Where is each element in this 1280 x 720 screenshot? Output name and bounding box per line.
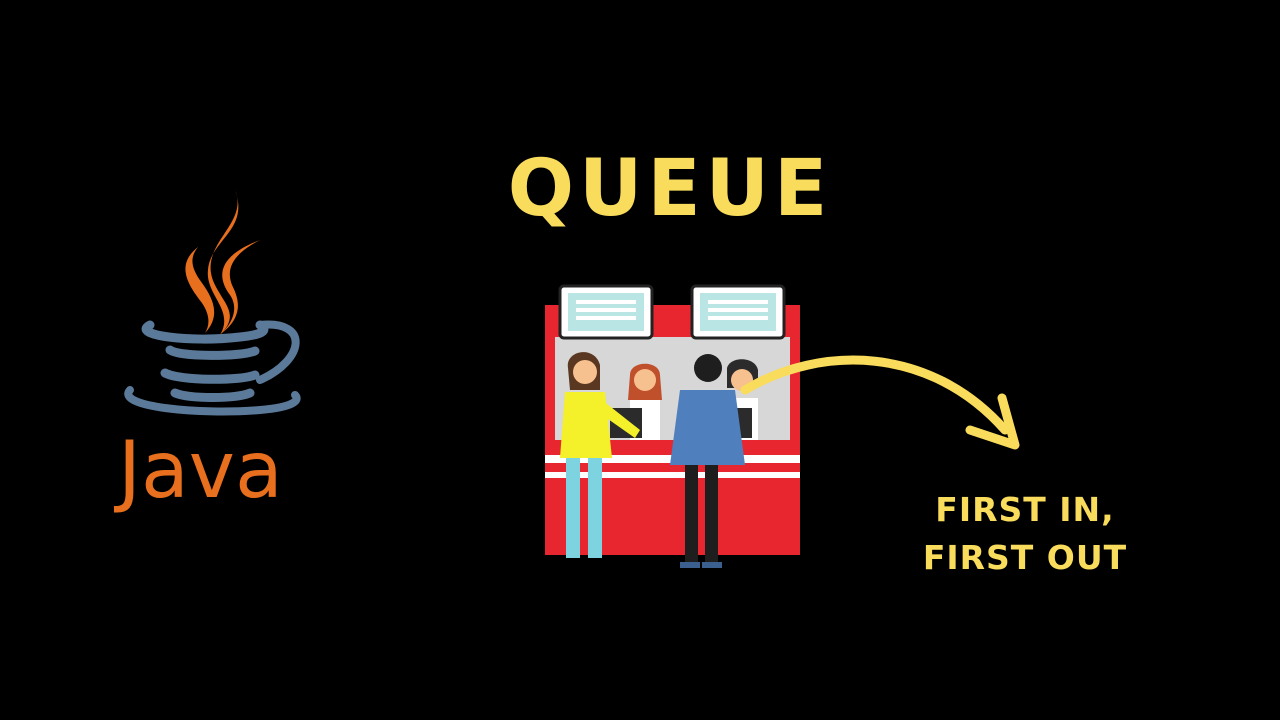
fifo-line-2: FIRST OUT xyxy=(922,538,1128,577)
java-coffee-cup-icon xyxy=(124,190,301,416)
fifo-caption: FIRST IN, FIRST OUT xyxy=(870,486,1180,582)
curved-arrow-icon xyxy=(740,355,1020,450)
fifo-line-1: FIRST IN, xyxy=(935,490,1115,529)
page-title: QUEUE xyxy=(507,144,833,234)
java-logo-text: Java xyxy=(118,426,283,516)
